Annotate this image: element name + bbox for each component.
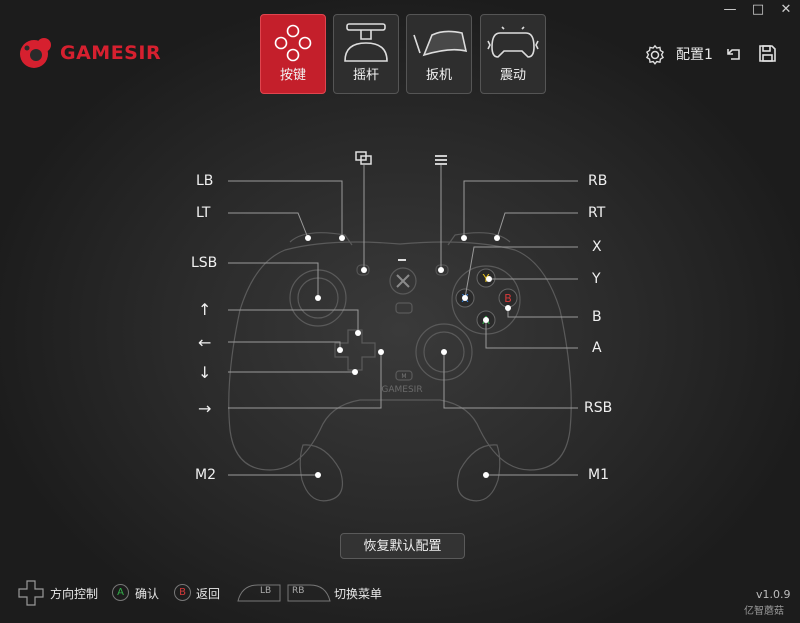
brand-name: GAMESIR [60, 42, 162, 64]
footer-a-key: A [112, 584, 129, 601]
right-bumper-outline [447, 232, 511, 246]
label-lb[interactable]: LB [196, 173, 214, 189]
config-label[interactable]: 配置1 [676, 47, 713, 63]
label-lsb[interactable]: LSB [191, 255, 218, 271]
tab-buttons[interactable]: 按键 [260, 14, 326, 94]
footer-lb-label: LB [260, 586, 272, 596]
label-dpad-left[interactable]: ← [198, 333, 212, 352]
label-x[interactable]: X [592, 239, 602, 255]
restore-default-button[interactable]: 恢复默认配置 [340, 533, 465, 559]
footer-back-text: 返回 [196, 587, 221, 601]
label-m2[interactable]: M2 [195, 467, 216, 483]
footer-lb-key: LB [236, 583, 282, 603]
menu-button-icon [434, 151, 448, 170]
minimize-button[interactable]: — [723, 2, 737, 17]
gamesir-logo-icon [20, 38, 51, 68]
save-icon[interactable] [758, 44, 777, 67]
dpad-buttons-icon [261, 21, 325, 65]
controller-body-outline [228, 241, 572, 471]
tab-joystick[interactable]: 摇杆 [333, 14, 399, 94]
watermark-text: 亿智蘑菇 [744, 606, 784, 617]
tab-vibration[interactable]: 震动 [480, 14, 546, 94]
label-a[interactable]: A [592, 340, 602, 356]
m-button-label: M [401, 373, 406, 380]
footer-rb-key: RB [286, 583, 332, 603]
tab-label: 摇杆 [352, 68, 379, 83]
label-lt[interactable]: LT [196, 205, 211, 221]
joystick-icon [334, 21, 398, 65]
footer-switch-text: 切换菜单 [334, 587, 383, 601]
trigger-icon [407, 21, 471, 65]
maximize-button[interactable]: □ [751, 2, 765, 17]
tab-label: 按键 [279, 68, 306, 83]
label-dpad-down[interactable]: ↓ [198, 363, 212, 382]
label-rsb[interactable]: RSB [584, 400, 613, 416]
tab-label: 扳机 [425, 68, 452, 83]
footer-dpad-text: 方向控制 [50, 587, 99, 601]
close-button[interactable]: ✕ [780, 2, 792, 17]
label-rb[interactable]: RB [588, 173, 608, 189]
face-b-label: B [504, 292, 512, 305]
tab-label: 震动 [499, 68, 526, 83]
undo-icon[interactable] [725, 45, 743, 67]
vibration-icon [481, 21, 545, 65]
face-y-label: Y [482, 272, 490, 285]
brand-logo: GAMESIR [18, 36, 161, 70]
label-dpad-up[interactable]: ↑ [198, 300, 212, 319]
version-label: v1.0.9 [756, 588, 791, 601]
label-m1[interactable]: M1 [588, 467, 609, 483]
label-y[interactable]: Y [592, 271, 601, 287]
view-button-icon [355, 150, 373, 169]
tab-trigger[interactable]: 扳机 [406, 14, 472, 94]
footer-b-key: B [174, 584, 191, 601]
label-b[interactable]: B [592, 309, 602, 325]
watermark: 亿智蘑菇 [744, 602, 784, 617]
footer-confirm-text: 确认 [135, 587, 160, 601]
left-bumper-outline [289, 232, 353, 246]
label-dpad-right[interactable]: → [198, 399, 212, 418]
controller-brand-text: GAMESIR [381, 385, 422, 395]
dpad-icon [18, 580, 44, 610]
settings-gear-icon[interactable] [644, 44, 666, 70]
footer-rb-label: RB [292, 586, 305, 596]
label-rt[interactable]: RT [588, 205, 606, 221]
